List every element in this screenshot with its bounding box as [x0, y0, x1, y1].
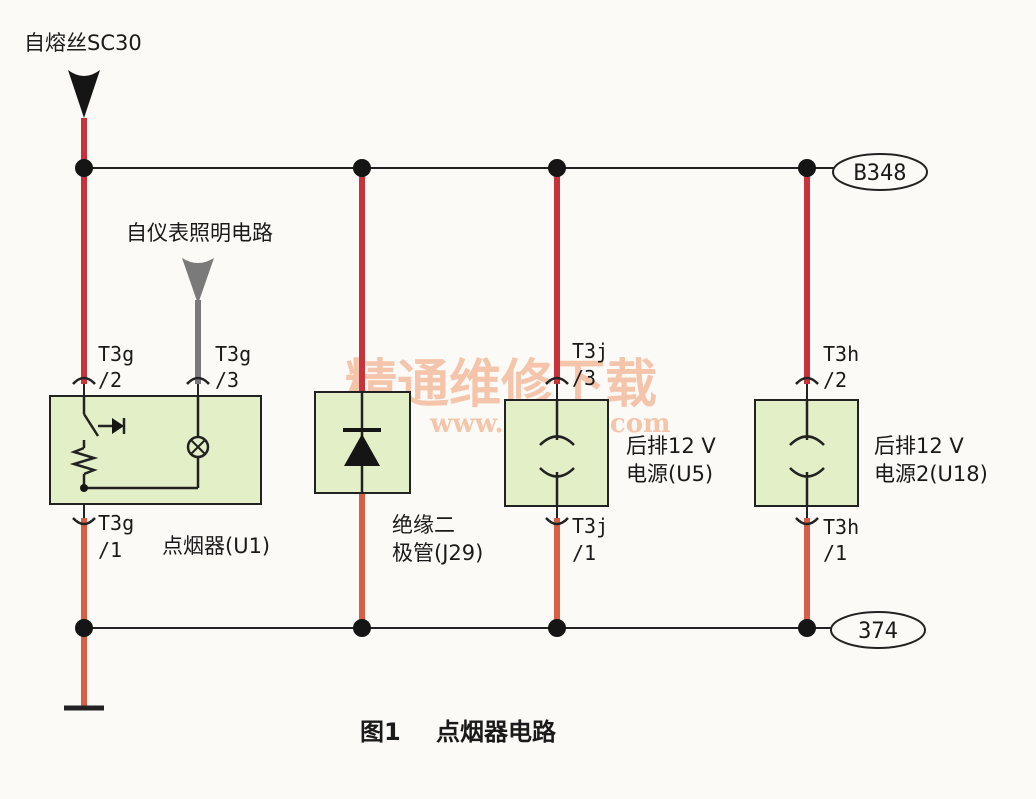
pin-t3j-3-name: T3j: [572, 339, 608, 363]
fuse-arrow-icon: [68, 70, 100, 118]
pin-t3j-3-num: /3: [572, 366, 596, 390]
pin-t3g-1-name: T3g: [98, 511, 134, 535]
connector-b348: [832, 153, 928, 191]
pin-cups: [72, 376, 819, 526]
pin-labels: T3g /2 T3g /3 T3g /1 T3j /3 T3j /1 T3h /…: [98, 339, 859, 565]
rear12v2-label-line1: 后排12 V: [874, 434, 964, 458]
instrument-arrow-icon: [182, 258, 214, 304]
pin-t3j-1-num: /1: [572, 541, 596, 565]
connector-374-label: 374: [858, 619, 898, 644]
caption-title: 点烟器电路: [436, 718, 557, 746]
pin-t3g-3-num: /3: [215, 368, 239, 392]
connector-b348-label: B348: [854, 161, 907, 186]
pin-stubs: [83, 384, 808, 518]
fuse-source-label: 自熔丝SC30: [24, 31, 142, 55]
pin-t3g-2-num: /2: [98, 368, 122, 392]
rear12v-label-line2: 电源(U5): [626, 462, 713, 486]
lamp-cross-b: [190, 439, 206, 455]
rear12v-label-line1: 后排12 V: [626, 434, 716, 458]
pin-t3j-1-name: T3j: [572, 514, 608, 538]
lighter-label: 点烟器(U1): [162, 534, 270, 558]
instrument-source-label: 自仪表照明电路: [126, 221, 273, 245]
top-wires: [81, 118, 810, 392]
diode-label-line1: 绝缘二: [392, 513, 455, 537]
pin-t3h-1-num: /1: [823, 541, 847, 565]
diode-label-line2: 极管(J29): [392, 541, 483, 565]
socket-u5-icon: [539, 400, 575, 506]
connector-374: [830, 611, 926, 649]
caption-figure-number: 图1: [360, 718, 401, 746]
pin-t3h-2-num: /2: [823, 368, 847, 392]
junction-dots: [75, 159, 816, 637]
pin-t3g-2-name: T3g: [98, 342, 134, 366]
pin-t3h-1-name: T3h: [823, 515, 859, 539]
lighter-junction: [80, 484, 88, 492]
lighter-internals: [69, 396, 200, 490]
switch-arrow-icon: [112, 418, 124, 434]
pin-t3g-3-name: T3g: [215, 342, 251, 366]
diode-icon: [344, 434, 380, 466]
pin-t3g-1-num: /1: [98, 538, 122, 562]
pin-t3h-2-name: T3h: [823, 342, 859, 366]
bottom-wires: [81, 493, 810, 706]
socket-u18-icon: [789, 400, 825, 506]
rear12v2-label-line2: 电源2(U18): [874, 462, 988, 486]
